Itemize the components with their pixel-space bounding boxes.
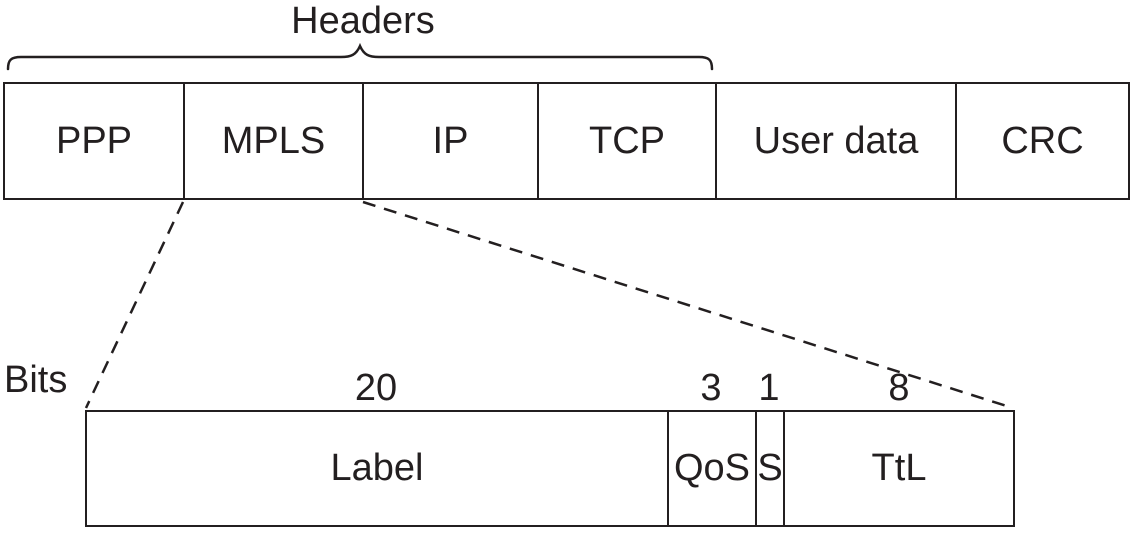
packet-field-ip: IP — [364, 84, 539, 198]
bit-width-numbers: 20 3 1 8 — [85, 369, 1015, 407]
mpls-field-qos: QoS — [669, 412, 757, 525]
bits-axis-label: Bits — [4, 359, 68, 401]
packet-row: PPP MPLS IP TCP User data CRC — [3, 82, 1130, 200]
packet-field-label: CRC — [1001, 119, 1084, 162]
packet-field-label: TCP — [589, 119, 665, 162]
mpls-header-box: Label QoS S TtL — [85, 410, 1015, 527]
bit-width-ttl-field: 8 — [888, 367, 910, 409]
headers-brace — [6, 42, 714, 71]
packet-field-label: IP — [432, 119, 469, 162]
packet-field-label: PPP — [55, 119, 133, 162]
mpls-field-ttl: TtL — [785, 412, 1013, 525]
packet-field-tcp: TCP — [539, 84, 717, 198]
packet-field-ppp: PPP — [5, 84, 185, 198]
bit-width-s-field: 1 — [758, 367, 780, 409]
mpls-field-label: Label — [87, 412, 669, 525]
mpls-field-text: Label — [330, 447, 424, 489]
bit-width-qos-field: 3 — [700, 367, 722, 409]
packet-field-user-data: User data — [717, 84, 957, 198]
mpls-field-text: TtL — [871, 447, 927, 489]
packet-field-crc: CRC — [957, 84, 1128, 198]
packet-field-label: MPLS — [221, 119, 326, 162]
headers-brace-label: Headers — [291, 0, 435, 42]
packet-field-mpls: MPLS — [185, 84, 364, 198]
mpls-field-text: QoS — [673, 447, 751, 489]
packet-field-label: User data — [753, 119, 919, 162]
mpls-field-s: S — [757, 412, 785, 525]
bit-width-label-field: 20 — [354, 367, 398, 409]
mpls-field-text: S — [757, 447, 783, 489]
